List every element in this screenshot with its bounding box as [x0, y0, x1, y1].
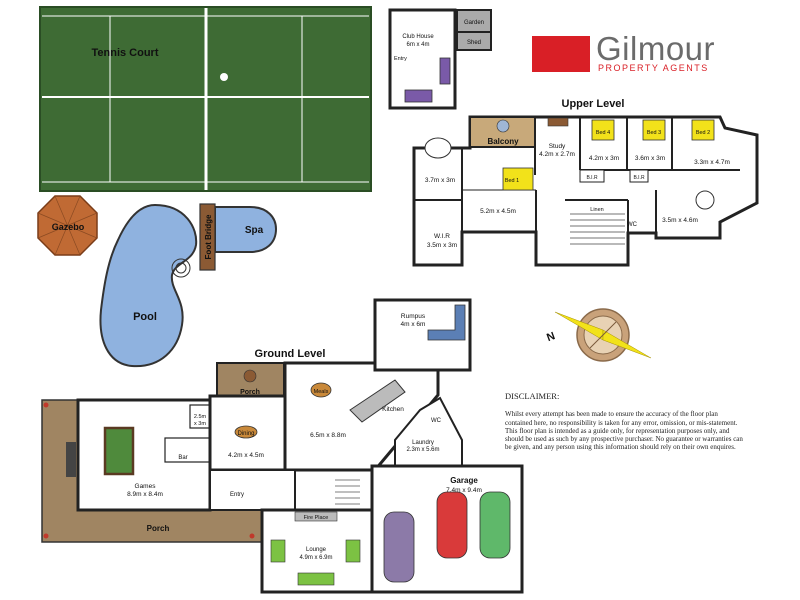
foot-bridge-label: Foot Bridge — [204, 214, 213, 259]
pool-label: Pool — [133, 311, 157, 323]
wir-size: 3.5m x 3m — [427, 242, 457, 249]
svg-text:N: N — [545, 330, 557, 344]
compass-icon: N — [545, 308, 652, 362]
car-icon — [436, 491, 468, 559]
bir-label: B.I.R — [633, 175, 645, 181]
linen-label: Linen — [590, 207, 603, 213]
laundry-label: Laundry — [412, 440, 434, 446]
bed-icon — [642, 119, 666, 141]
porch-top-label: Porch — [240, 389, 260, 396]
meals-table-icon — [310, 382, 332, 398]
kitchen-label: Kitchen — [382, 406, 404, 413]
pool-table-icon — [103, 426, 135, 476]
meals-label: Meals — [314, 389, 329, 395]
study-label: Study — [549, 143, 566, 150]
ground-level: Ground Level Porch Games 8.9m x 8.4m Bar… — [41, 298, 524, 594]
club-entry-label: Entry — [394, 56, 407, 62]
gazebo-label: Gazebo — [52, 222, 85, 232]
dining-size: 4.2m x 4.5m — [228, 452, 264, 459]
laundry-size: 2.3m x 5.6m — [406, 447, 439, 453]
pool-area: Pool Spa Foot Bridge — [99, 203, 278, 368]
dining-table-icon — [234, 425, 258, 439]
bath-size: 3.5m x 4.6m — [662, 217, 698, 224]
bed4-size: 4.2m x 3m — [589, 155, 619, 162]
bed3-label: Bed 3 — [647, 130, 661, 136]
balcony-label: Balcony — [487, 137, 519, 146]
living-size: 6.5m x 8.8m — [310, 432, 346, 439]
upper-level-title: Upper Level — [562, 98, 625, 110]
club-house: Garden Shed Club House 6m x 4m Entry — [388, 8, 492, 110]
bed4-label: Bed 4 — [596, 130, 610, 136]
disclaimer-text: Whilst every attempt has been made to en… — [505, 410, 743, 452]
small-room-size-b: x 3m — [194, 421, 206, 427]
car-icon — [383, 511, 415, 583]
fireplace-label: Fire Place — [304, 515, 329, 521]
brand-mark — [532, 36, 590, 72]
porch-bottom-label: Porch — [147, 524, 170, 533]
bir-label: B.I.R — [586, 175, 598, 181]
tennis-court-label: Tennis Court — [91, 47, 158, 59]
bed1-size: 5.2m x 4.5m — [480, 208, 516, 215]
bathtub-icon — [424, 137, 452, 159]
gazebo: Gazebo — [37, 195, 98, 256]
small-room-size-a: 2.5m — [194, 414, 207, 420]
bed3-size: 3.6m x 3m — [635, 155, 665, 162]
entry-label: Entry — [230, 492, 244, 498]
garage-size: 7.4m x 9.4m — [446, 487, 482, 494]
armchair-icon — [270, 539, 286, 563]
bed1-label: Bed 1 — [505, 178, 519, 184]
sectional-couch-icon — [427, 304, 466, 341]
foot-bridge — [199, 203, 216, 271]
couch-icon — [439, 57, 451, 85]
kitchen-bench — [349, 379, 406, 423]
brand-logo: Gilmour PROPERTY AGENTS — [532, 30, 722, 76]
spa-label: Spa — [245, 225, 264, 236]
armchair-icon — [345, 539, 361, 563]
brand-tagline: PROPERTY AGENTS — [598, 63, 709, 73]
bench-icon — [66, 442, 76, 477]
couch-icon — [297, 572, 335, 586]
car-icon — [479, 491, 511, 559]
bed-icon — [691, 119, 715, 141]
bed-icon — [591, 119, 615, 141]
disclaimer: DISCLAIMER: Whilst every attempt has bee… — [505, 392, 745, 452]
rumpus-size: 4m x 6m — [401, 321, 426, 328]
bar-label: Bar — [178, 455, 187, 461]
ground-level-title: Ground Level — [255, 348, 326, 360]
upper-level: Upper Level Balcony Study 4.2m x 2.7m — [412, 98, 759, 267]
bed2-label: Bed 2 — [696, 130, 710, 136]
couch-icon — [404, 89, 433, 103]
games-size: 8.9m x 8.4m — [127, 491, 163, 498]
club-house-label: Club House — [402, 34, 434, 40]
wir-label: W.I.R — [434, 233, 450, 240]
lounge-size: 4.9m x 6.9m — [299, 555, 332, 561]
tennis-court: Tennis Court — [39, 6, 372, 192]
desk-icon — [547, 117, 569, 127]
tennis-ball-icon — [220, 73, 228, 81]
dining-label: Dining — [237, 431, 254, 437]
shed-label: Shed — [467, 40, 481, 46]
garage-label: Garage — [450, 476, 478, 485]
lounge-label: Lounge — [306, 547, 327, 553]
ground-wc-label: WC — [431, 418, 442, 424]
upper-wc-label: WC — [627, 222, 638, 228]
club-house-size: 6m x 4m — [406, 42, 429, 48]
disclaimer-title: DISCLAIMER: — [505, 391, 560, 401]
brand-name: Gilmour — [596, 30, 716, 67]
ensuite-size: 3.7m x 3m — [425, 177, 455, 184]
bed2-size: 3.3m x 4.7m — [694, 159, 730, 166]
rumpus-label: Rumpus — [401, 313, 426, 320]
bed-icon — [502, 167, 534, 191]
garden-label: Garden — [464, 20, 484, 26]
study-size: 4.2m x 2.7m — [539, 151, 575, 158]
games-label: Games — [135, 483, 157, 490]
